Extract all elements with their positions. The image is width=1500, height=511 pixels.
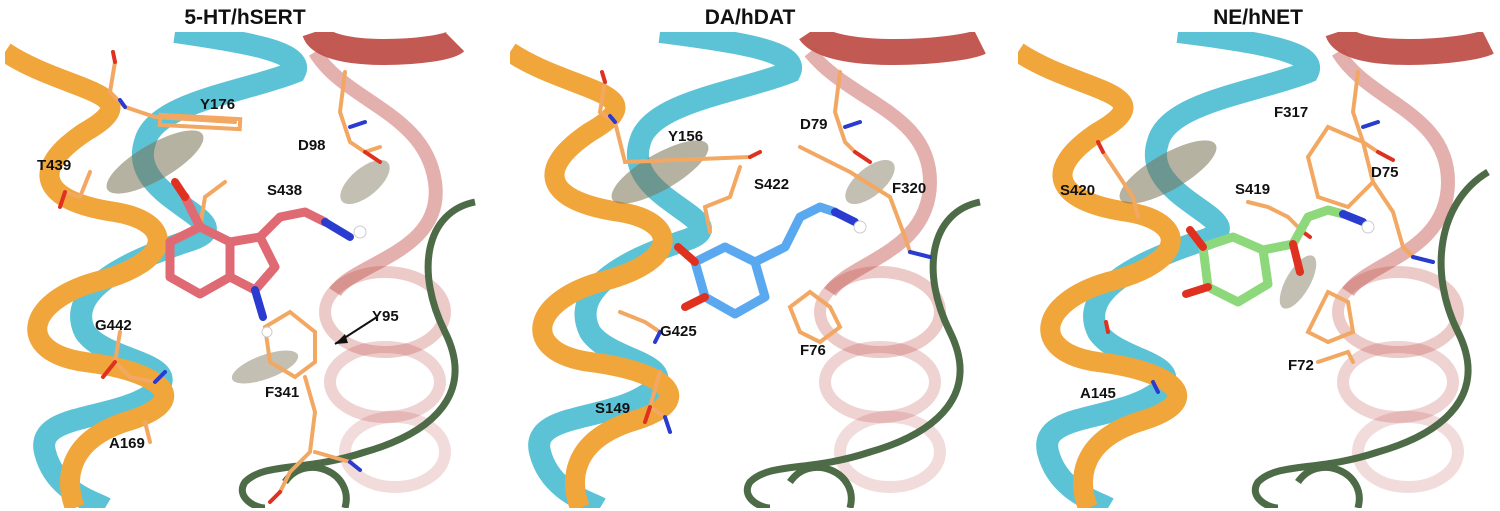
- residue-label: S420: [1060, 182, 1096, 199]
- residue-label: F72: [1288, 357, 1314, 374]
- residue-label: D75: [1371, 164, 1399, 181]
- residue-label: S438: [267, 182, 303, 199]
- residue-label: D79: [800, 116, 828, 133]
- residue-label: F317: [1274, 104, 1309, 121]
- residue-label: G425: [660, 323, 697, 340]
- structure-hsert: [5, 32, 476, 508]
- residue-label: Y176: [200, 96, 236, 113]
- residue-label: G442: [95, 317, 132, 334]
- panel-hsert: 5-HT/hSERT: [5, 0, 485, 511]
- structure-hdat: [510, 32, 986, 508]
- residue-label: S419: [1235, 181, 1271, 198]
- structure-hnet: [1018, 32, 1494, 508]
- panel-hnet: NE/hNET: [1018, 0, 1498, 511]
- residue-label: Y156: [668, 128, 704, 145]
- residue-label: T439: [37, 157, 72, 174]
- residue-label: A145: [1080, 385, 1116, 402]
- residue-label: F320: [892, 180, 927, 197]
- panel-title: NE/hNET: [1213, 6, 1303, 29]
- panel-title: DA/hDAT: [704, 6, 796, 29]
- residue-label: Y95: [372, 308, 399, 325]
- residue-label: F341: [265, 384, 300, 401]
- residue-label: A169: [109, 435, 145, 452]
- residue-label: D98: [298, 137, 326, 154]
- residue-label: S422: [754, 176, 790, 193]
- panel-hdat: DA/hDAT: [510, 0, 990, 511]
- panel-title: 5-HT/hSERT: [184, 6, 306, 29]
- residue-label: F76: [800, 342, 826, 359]
- residue-label: S149: [595, 400, 631, 417]
